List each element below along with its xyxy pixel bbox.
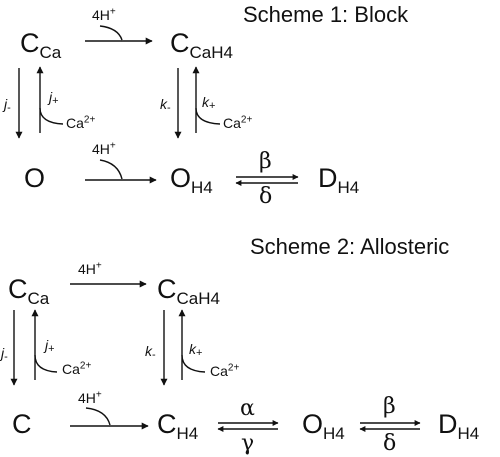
scheme1-calcium-label-right: Ca2+ [223, 114, 253, 131]
scheme1-rate-k-plus: k+ [202, 94, 216, 113]
scheme2-rate-j-minus: j- [1, 345, 8, 364]
scheme1-rate-j-plus: j+ [49, 89, 59, 108]
scheme2-rate-delta: δ [383, 431, 397, 456]
scheme1-species-o-h4: OH4 [170, 163, 213, 197]
scheme2-rate-k-minus: k- [145, 343, 156, 362]
scheme2-rate-gamma: γ [241, 431, 255, 456]
scheme1-calcium-label-left: Ca2+ [66, 114, 96, 131]
scheme1-rate-k-minus: k- [160, 96, 171, 115]
scheme2-species-d-h4: DH4 [438, 409, 480, 443]
scheme2-rate-k-plus: k+ [189, 341, 203, 360]
proton-curve-top [99, 25, 123, 41]
proton2-curve-bottom [85, 407, 111, 426]
scheme2-rate-j-plus: j+ [45, 337, 55, 356]
scheme2-calcium-label-left: Ca2+ [62, 360, 92, 377]
ca2-curve-right [181, 354, 206, 373]
scheme1-rate-beta: β [259, 149, 272, 174]
scheme2-calcium-label-right: Ca2+ [210, 362, 240, 379]
scheme2-species-c: C [12, 409, 32, 439]
scheme2-rate-alpha: α [240, 396, 255, 421]
scheme1-rate-j-minus: j- [4, 96, 11, 115]
scheme2-species-c-ca: CCa [8, 274, 50, 308]
ca-curve-left [39, 107, 64, 125]
scheme2-species-c-cah4: CCaH4 [157, 274, 220, 308]
scheme1-species-d-h4: DH4 [318, 163, 360, 197]
proton-curve-bottom [99, 159, 123, 180]
scheme1-species-c-ca: CCa [20, 28, 62, 62]
scheme1-proton-label-top: 4H+ [92, 6, 116, 23]
scheme1-rate-delta: δ [259, 184, 273, 209]
scheme2-proton-label-top: 4H+ [78, 260, 102, 277]
ca-curve-right [195, 107, 221, 125]
scheme2-title: Scheme 2: Allosteric [250, 234, 450, 259]
scheme1-proton-label-bottom: 4H+ [92, 140, 116, 157]
scheme2-rate-beta: β [383, 394, 396, 419]
ca2-curve-left [34, 354, 58, 373]
scheme1-title: Scheme 1: Block [243, 2, 409, 27]
scheme1-species-c-cah4: CCaH4 [170, 28, 233, 62]
scheme2-proton-label-bottom: 4H+ [78, 389, 102, 406]
scheme2-species-o-h4: OH4 [302, 409, 345, 443]
scheme1-species-o: O [24, 163, 46, 193]
scheme2-species-c-h4: CH4 [157, 409, 199, 443]
